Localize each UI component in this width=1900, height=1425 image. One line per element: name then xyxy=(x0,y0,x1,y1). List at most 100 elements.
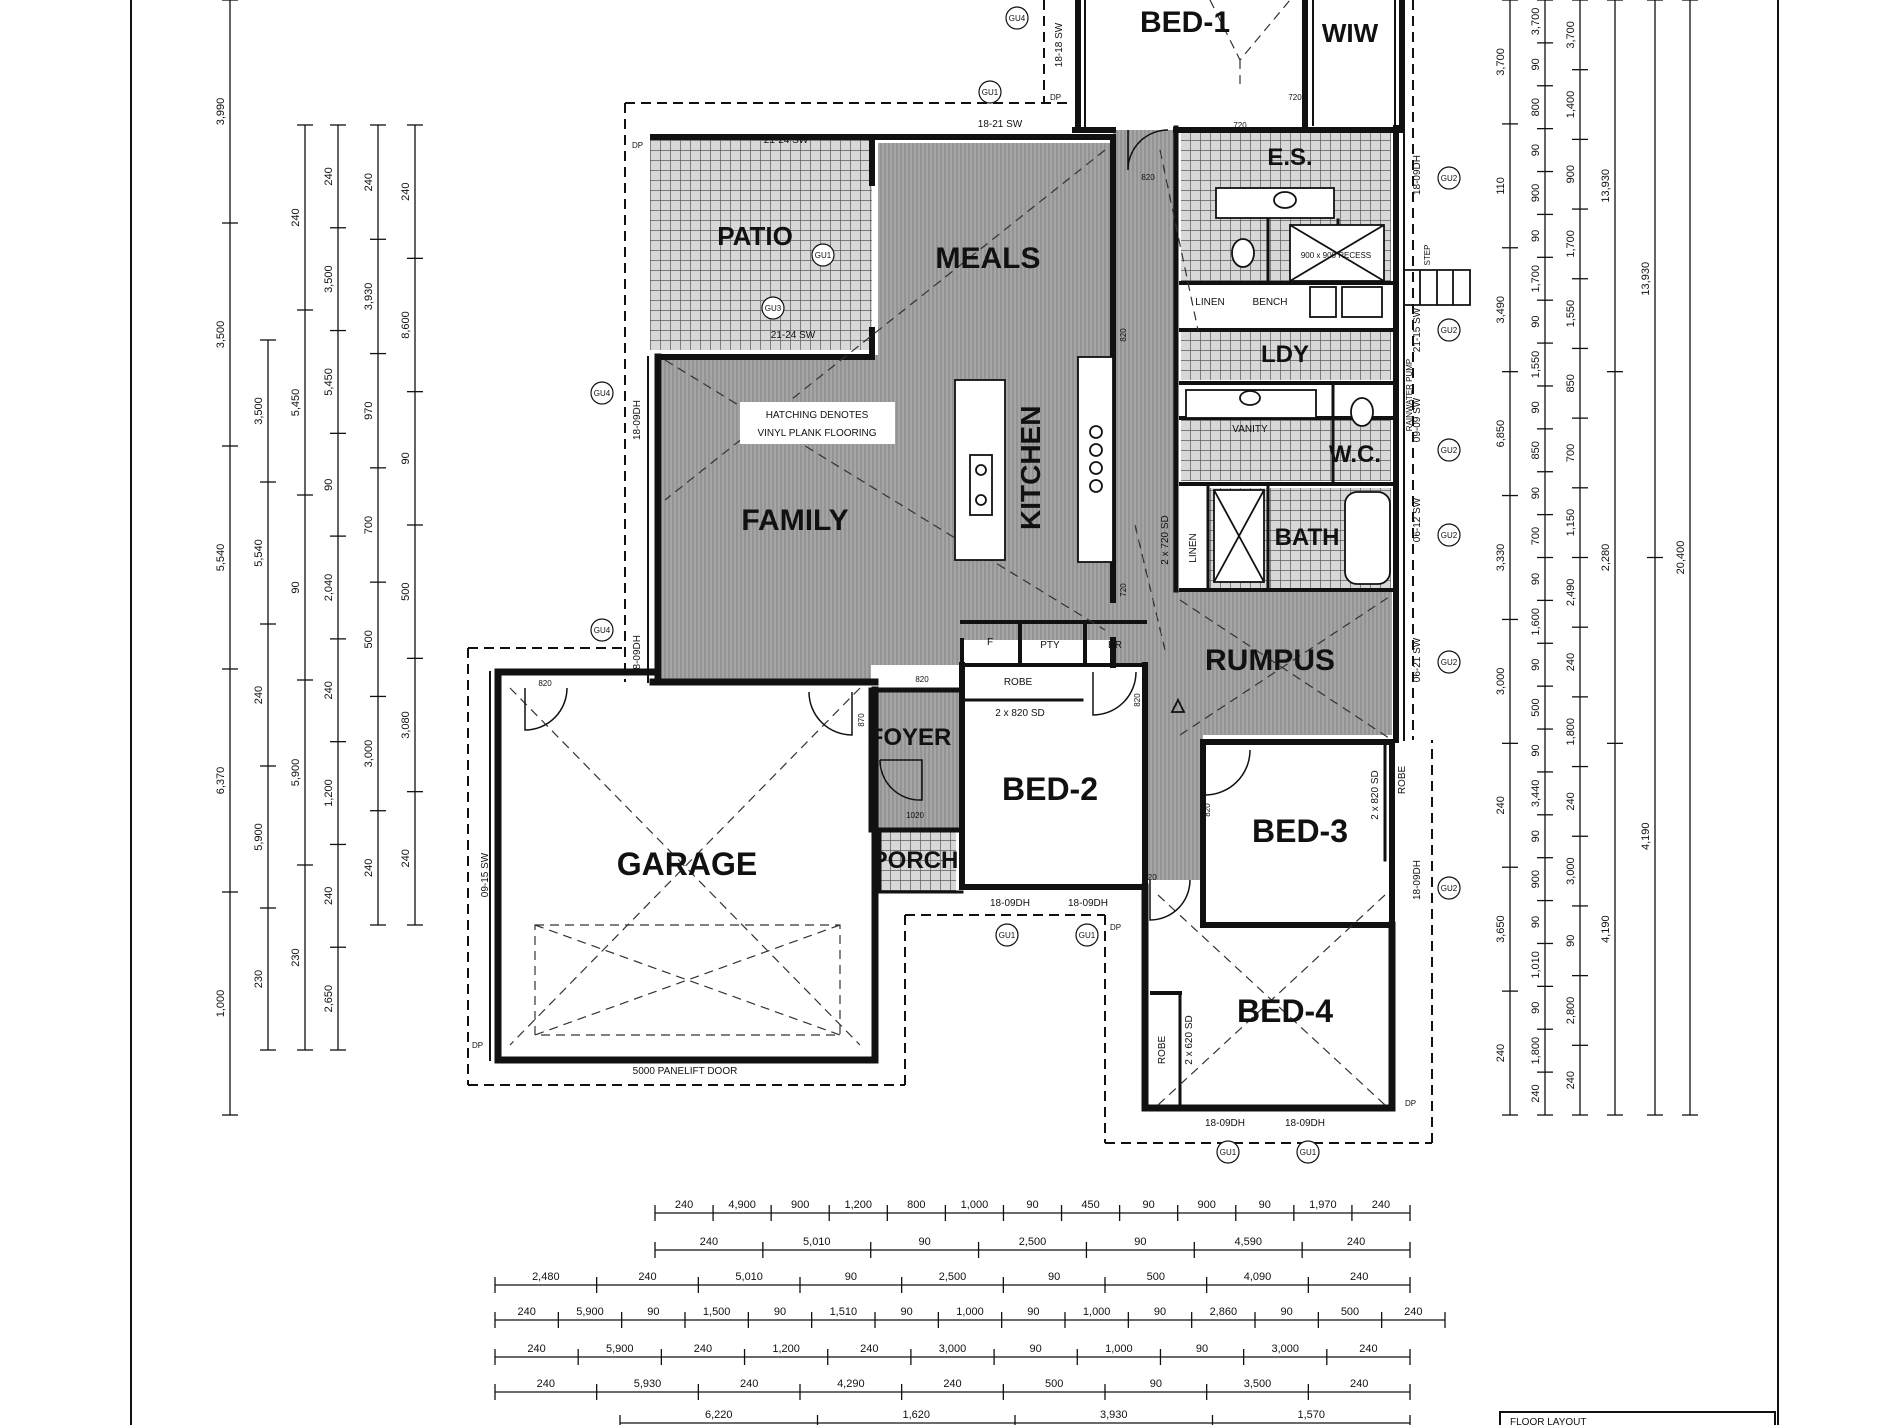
dp-label: DP xyxy=(1405,1099,1416,1108)
dimension-value: 240 xyxy=(400,849,412,867)
dimension-value: 2,650 xyxy=(323,985,335,1013)
dimension-value: 500 xyxy=(400,582,412,600)
dimension-value: 240 xyxy=(740,1378,758,1390)
dimension-value: 90 xyxy=(647,1306,659,1318)
dimension-value: 240 xyxy=(675,1199,693,1211)
dimension-value: 90 xyxy=(1530,1002,1542,1014)
dimension-value: 3,700 xyxy=(1565,21,1577,49)
dimension-value: 240 xyxy=(1404,1306,1422,1318)
dimension-value: 500 xyxy=(1147,1271,1165,1283)
dimension-value: 900 xyxy=(1530,184,1542,202)
room-wc: W.C. xyxy=(1329,441,1381,468)
room-bed-1: BED-1 xyxy=(1140,6,1230,39)
dimension-value: 5,900 xyxy=(253,823,265,851)
window-label: 09-15 SW xyxy=(480,852,491,897)
svg-text:GU1: GU1 xyxy=(1300,1148,1317,1157)
tag-gu1-f: GU1 xyxy=(1296,1140,1320,1164)
foyer-floor xyxy=(871,690,963,828)
window-label: 18-09DH xyxy=(1285,1118,1325,1129)
dimension-value: 240 xyxy=(323,681,335,699)
dimension-value: 90 xyxy=(400,452,412,464)
window-label: 18-21 SW xyxy=(978,119,1023,130)
dimension-value: 1,570 xyxy=(1297,1409,1325,1421)
dimension-value: 500 xyxy=(1341,1306,1359,1318)
svg-text:GU2: GU2 xyxy=(1441,884,1458,893)
dimension-value: 3,990 xyxy=(215,98,227,126)
door-label: 720 xyxy=(1288,93,1302,102)
dimension-value: 90 xyxy=(1048,1271,1060,1283)
dimension-value: 4,190 xyxy=(1600,915,1612,943)
room-robe-bed4: ROBE xyxy=(1157,1036,1168,1065)
patio-floor xyxy=(650,140,872,350)
dimension-value: 90 xyxy=(1150,1378,1162,1390)
dimension-value: 3,700 xyxy=(1530,8,1542,36)
dimension-value: 5,540 xyxy=(253,539,265,567)
dimension-value: 500 xyxy=(1045,1378,1063,1390)
tag-gu4-a: GU4 xyxy=(1005,6,1029,30)
tag-gu2-f: GU2 xyxy=(1437,876,1461,900)
tag-gu2-a: GU2 xyxy=(1437,166,1461,190)
dimension-value: 90 xyxy=(1530,916,1542,928)
svg-text:GU3: GU3 xyxy=(765,304,782,313)
dimension-value: 90 xyxy=(1530,316,1542,328)
room-bench: BENCH xyxy=(1252,297,1287,308)
dimension-value: 240 xyxy=(638,1271,656,1283)
room-ldy: LDY xyxy=(1261,341,1309,368)
window-label: 21-24 SW xyxy=(764,135,809,146)
dimension-value: 850 xyxy=(1565,374,1577,392)
dimension-value: 90 xyxy=(901,1306,913,1318)
dimension-value: 240 xyxy=(363,173,375,191)
dimension-value: 5,900 xyxy=(290,759,302,787)
room-es: E.S. xyxy=(1267,144,1312,171)
dimension-value: 1,550 xyxy=(1530,351,1542,379)
room-foyer: FOYER xyxy=(869,724,952,751)
dimension-value: 240 xyxy=(1350,1378,1368,1390)
door-label: 2 x 820 SD xyxy=(995,708,1044,719)
room-porch: PORCH xyxy=(872,847,959,874)
dimension-value: 3,330 xyxy=(1495,544,1507,572)
tag-gu4-c: GU4 xyxy=(590,618,614,642)
dimension-value: 3,500 xyxy=(215,321,227,349)
gutter-tags: GU4 GU1 GU1 GU3 GU4 GU4 GU2 GU2 GU2 GU2 … xyxy=(590,6,1461,1164)
dimension-value: 6,850 xyxy=(1495,420,1507,448)
dimension-value: 5,010 xyxy=(735,1271,763,1283)
door-label: 1020 xyxy=(906,811,924,820)
title-block xyxy=(1499,1411,1776,1425)
room-robe-bed2: ROBE xyxy=(1004,677,1033,688)
dimension-value: 90 xyxy=(1530,744,1542,756)
window-label: 18-09DH xyxy=(632,400,643,440)
rumpus-floor xyxy=(1113,130,1392,880)
window-label: 18-09DH xyxy=(1412,155,1423,195)
dimension-value: 3,440 xyxy=(1530,780,1542,808)
dimension-value: 900 xyxy=(1565,165,1577,183)
room-bath: BATH xyxy=(1275,524,1340,551)
dimension-value: 1,500 xyxy=(703,1306,731,1318)
dimension-value: 3,080 xyxy=(400,711,412,739)
room-broom: BR xyxy=(1108,640,1122,651)
room-pantry: PTY xyxy=(1040,640,1060,651)
dimension-value: 90 xyxy=(1196,1343,1208,1355)
room-rumpus: RUMPUS xyxy=(1205,644,1335,677)
dimension-value: 90 xyxy=(1530,830,1542,842)
dimension-value: 900 xyxy=(791,1199,809,1211)
dimension-value: 240 xyxy=(363,859,375,877)
room-family: FAMILY xyxy=(741,504,848,537)
porch-floor xyxy=(874,830,956,892)
dimension-value: 110 xyxy=(1495,177,1507,195)
room-linen-2: LINEN xyxy=(1188,533,1199,562)
dimension-value: 3,490 xyxy=(1495,296,1507,324)
dimension-value: 5,010 xyxy=(803,1236,831,1248)
dimension-value: 240 xyxy=(943,1378,961,1390)
note-hatching-1: HATCHING DENOTES xyxy=(766,410,869,421)
title-block-text: FLOOR LAYOUT xyxy=(1510,1417,1587,1425)
window-label: 18-18 SW xyxy=(1054,22,1065,67)
dimension-value: 1,600 xyxy=(1530,608,1542,636)
note-shower-recess: 900 x 900 RECESS xyxy=(1301,251,1371,260)
svg-text:GU4: GU4 xyxy=(594,626,611,635)
dimension-value: 5,930 xyxy=(634,1378,662,1390)
window-label: 06-21 SW xyxy=(1412,637,1423,682)
dimension-value: 3,650 xyxy=(1495,915,1507,943)
dimension-value: 6,370 xyxy=(215,767,227,795)
window-label: 18-09DH xyxy=(632,635,643,675)
svg-text:GU1: GU1 xyxy=(982,88,999,97)
